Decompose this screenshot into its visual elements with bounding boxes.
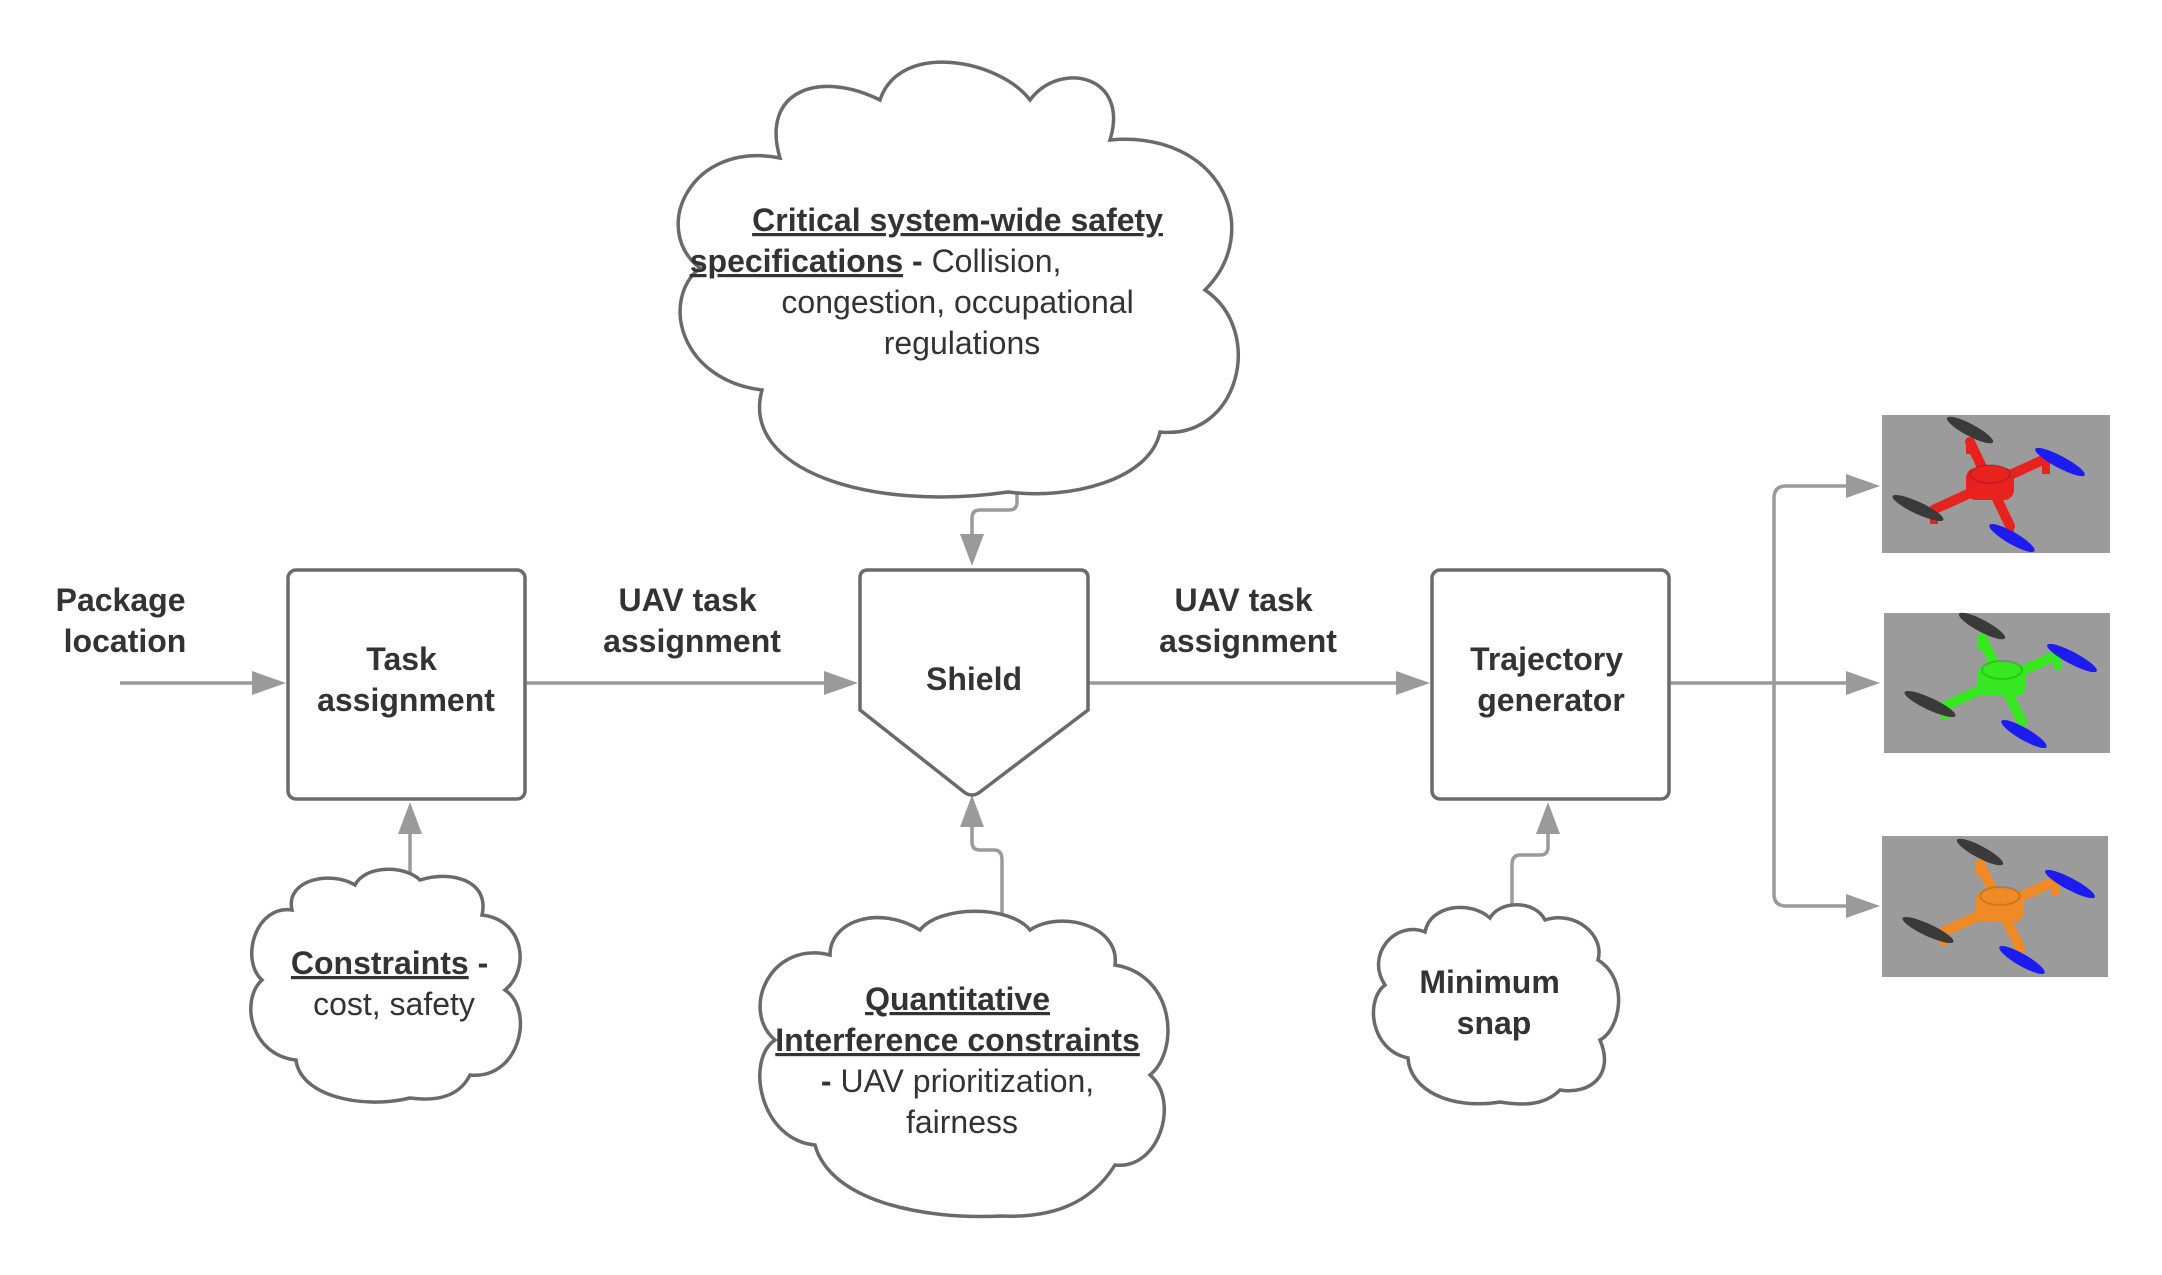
drone-image-red — [1882, 412, 2110, 556]
critical-specs-text: Critical system-wide safety specificatio… — [690, 202, 1172, 361]
edge-critical-to-shield — [960, 493, 1019, 566]
edge-constraints-to-task — [398, 802, 422, 878]
constraints-cloud: Constraints - cost, safety — [249, 867, 522, 1104]
package-location-label: Package location — [56, 582, 195, 659]
task-assignment-label: Task assignment — [317, 641, 495, 718]
edge-package-to-task — [120, 671, 286, 695]
drone-image-green — [1884, 608, 2110, 753]
edge-trajectory-to-drones — [1668, 474, 1880, 918]
edge-quantitative-to-shield — [960, 795, 1004, 915]
edge-minsnap-to-trajectory — [1510, 802, 1560, 915]
quantitative-cloud: Quantitative Interference constraints - … — [758, 909, 1170, 1219]
edge-shield-to-trajectory — [1086, 671, 1430, 695]
shield-block[interactable]: Shield — [858, 568, 1090, 797]
task-assignment-box[interactable]: Task assignment — [286, 568, 527, 801]
drone-image-orange — [1882, 834, 2108, 978]
edge-label-uav-task-assignment-1: UAV task assignment — [603, 582, 781, 659]
minimum-snap-cloud: Minimum snap — [1371, 903, 1621, 1106]
trajectory-generator-box[interactable]: Trajectory generator — [1430, 568, 1671, 801]
trajectory-generator-label: Trajectory generator — [1470, 641, 1632, 718]
constraints-text: Constraints - cost, safety — [291, 945, 497, 1022]
edge-label-uav-task-assignment-2: UAV task assignment — [1159, 582, 1337, 659]
shield-label: Shield — [926, 661, 1022, 697]
critical-specs-cloud: Critical system-wide safety specificatio… — [676, 60, 1240, 499]
quantitative-text: Quantitative Interference constraints - … — [775, 981, 1148, 1140]
edge-task-to-shield — [525, 671, 858, 695]
minimum-snap-text: Minimum snap — [1419, 964, 1568, 1041]
